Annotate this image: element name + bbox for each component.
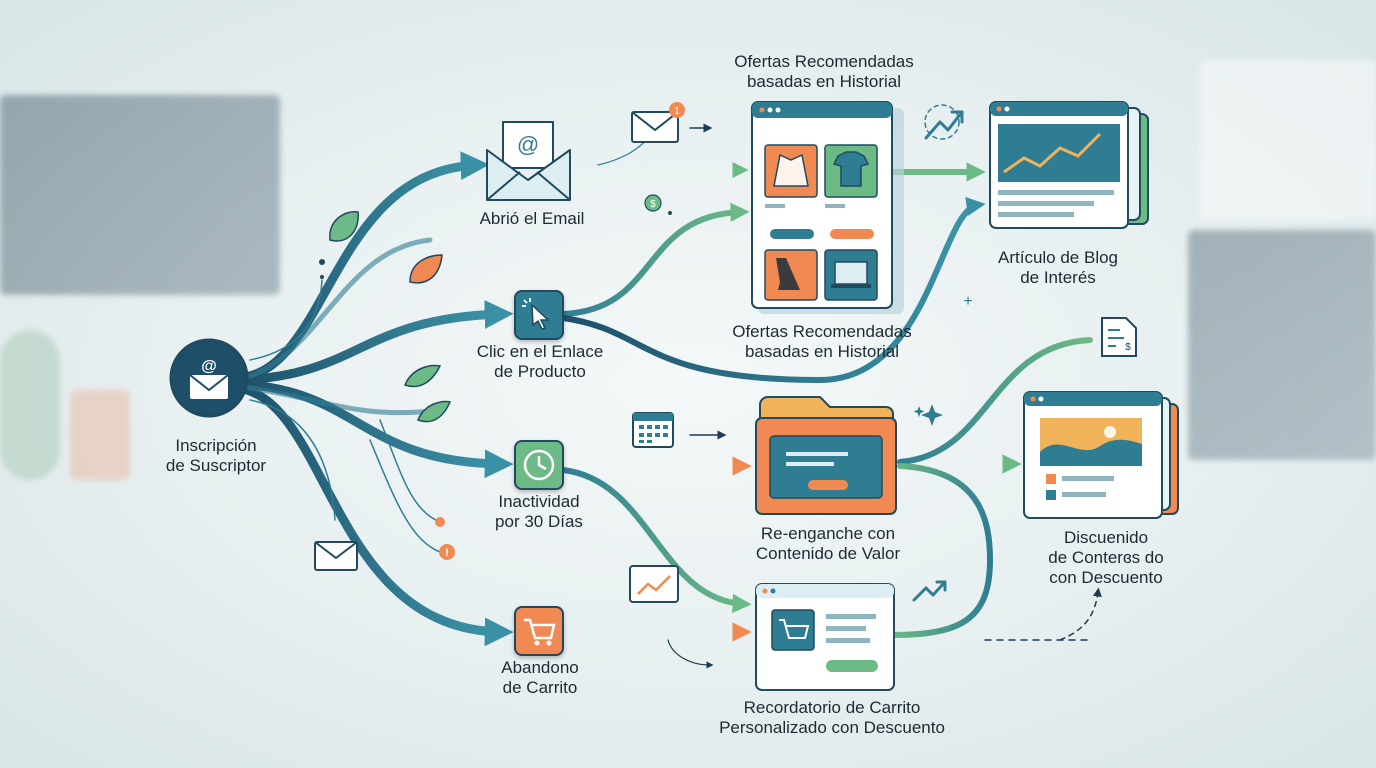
offer-button-2 — [830, 229, 874, 239]
folder-card-button — [808, 480, 848, 490]
dot-exclamation: ! — [445, 547, 449, 559]
arrow-source-to-inactive — [238, 384, 502, 464]
discount-content-label-line3: con Descuento — [1048, 568, 1163, 588]
cart-reminder-label-line1: Recordatorio de Carrito — [719, 698, 945, 718]
offers-top-label-line2: basadas en Historial — [734, 72, 914, 92]
email-branch-label: Abrió el Email — [480, 209, 585, 229]
email-branch-label-line1: Abrió el Email — [480, 209, 585, 229]
offers-bottom-label-line1: Ofertas Recomendadas — [732, 322, 912, 342]
cart-branch-label: Abandono de Carrito — [501, 658, 579, 698]
cart-reminder-titlebar — [756, 584, 894, 598]
cart-reminder-label-line2: Personalizado con Descuento — [719, 718, 945, 738]
arrow-source-to-click — [238, 314, 502, 380]
click-node-icon — [514, 290, 564, 340]
email-at-symbol: @ — [517, 132, 539, 157]
offers-window — [752, 102, 904, 314]
source-node: @ — [171, 340, 247, 416]
source-label-line1: Inscripción — [166, 436, 266, 456]
source-at-icon: @ — [201, 358, 217, 375]
cart-reminder-window — [756, 584, 894, 690]
discount-content-label-line2: de Conterɞs do — [1048, 548, 1163, 568]
dot-3 — [668, 211, 672, 215]
inactive-branch-label-line2: por 30 Días — [495, 512, 583, 532]
folder-back — [760, 397, 893, 420]
mini-chart-window-icon — [630, 566, 678, 602]
offers-top-label: Ofertas Recomendadas basadas en Historia… — [734, 52, 914, 92]
inactive-branch-label-line1: Inactividad — [495, 492, 583, 512]
plus-sign: + — [963, 293, 972, 310]
dollar-coin-symbol: $ — [650, 199, 656, 210]
cart-branch-label-line2: de Carrito — [501, 678, 579, 698]
leaf-orange — [410, 255, 442, 283]
calendar-header — [633, 413, 673, 421]
sparkle-1 — [921, 404, 943, 426]
inactive-node-icon — [514, 440, 564, 490]
cart-reminder-label: Recordatorio de Carrito Personalizado co… — [719, 698, 945, 738]
blog-chart-area — [998, 124, 1120, 182]
offers-bottom-label: Ofertas Recomendadas basadas en Historia… — [732, 322, 912, 362]
laptop-icon — [835, 262, 867, 284]
inactive-branch-label: Inactividad por 30 Días — [495, 492, 583, 532]
source-label-line2: de Suscriptor — [166, 456, 266, 476]
click-branch-label-line2: de Producto — [477, 362, 604, 382]
blog-label: Artículo de Blog de Interés — [998, 248, 1118, 288]
email-open-icon: @ — [487, 122, 570, 200]
arrow-click-to-offers — [563, 212, 742, 314]
reengage-label-line2: Contenido de Valor — [756, 544, 900, 564]
thin-cart-line — [668, 640, 710, 665]
click-branch-label: Clic en el Enlace de Producto — [477, 342, 604, 382]
reengage-label-line1: Re-enganche con — [756, 524, 900, 544]
reengage-folder — [756, 397, 896, 514]
jacket-icon — [774, 155, 808, 186]
trend-up-arrow-2 — [914, 582, 945, 600]
blog-window-titlebar — [990, 102, 1128, 116]
decorative-leaves — [330, 212, 450, 422]
blog-label-line2: de Interés — [998, 268, 1118, 288]
shopping-cart-icon — [516, 608, 562, 654]
discount-content-window — [1024, 392, 1178, 518]
trend-icons — [914, 105, 962, 600]
blog-label-line1: Artículo de Blog — [998, 248, 1118, 268]
arrow-reengage-down — [892, 466, 990, 635]
click-branch-label-line1: Clic en el Enlace — [477, 342, 604, 362]
dot-1 — [319, 259, 325, 265]
dot-orange-1 — [435, 517, 445, 527]
cart-reminder-button — [826, 660, 878, 672]
offer-button-1 — [770, 229, 814, 239]
cart-branch-label-line1: Abandono — [501, 658, 579, 678]
calendar-icon — [633, 413, 673, 447]
offers-window-titlebar — [752, 102, 892, 118]
mail-badge-count: 1 — [674, 106, 680, 117]
leaf-green-mid — [405, 366, 440, 387]
cursor-click-icon — [516, 292, 562, 338]
discount-content-label-line1: Discuenido — [1048, 528, 1163, 548]
cart-node-icon — [514, 606, 564, 656]
trend-up-arrow-1 — [926, 112, 962, 138]
dot-2 — [320, 275, 324, 279]
envelope-small-icon — [315, 542, 357, 570]
blog-window — [990, 102, 1148, 228]
mail-notification-icon: 1 — [632, 102, 685, 142]
mini-chart-frame — [630, 566, 678, 602]
offers-top-label-line1: Ofertas Recomendadas — [734, 52, 914, 72]
leaf-green-low — [418, 401, 450, 421]
discount-content-label: Discuenido de Conterɞs do con Descuento — [1048, 528, 1163, 588]
source-fanout-arrows — [238, 165, 502, 632]
offers-bottom-label-line2: basadas en Historial — [732, 342, 912, 362]
invoice-icon: $ — [1102, 318, 1136, 356]
discount-window-titlebar — [1024, 392, 1162, 406]
reengage-label: Re-enganche con Contenido de Valor — [756, 524, 900, 564]
invoice-dollar: $ — [1125, 342, 1131, 353]
source-label: Inscripción de Suscriptor — [166, 436, 266, 476]
clock-icon — [516, 442, 562, 488]
arrow-dashed-up — [1060, 592, 1098, 640]
